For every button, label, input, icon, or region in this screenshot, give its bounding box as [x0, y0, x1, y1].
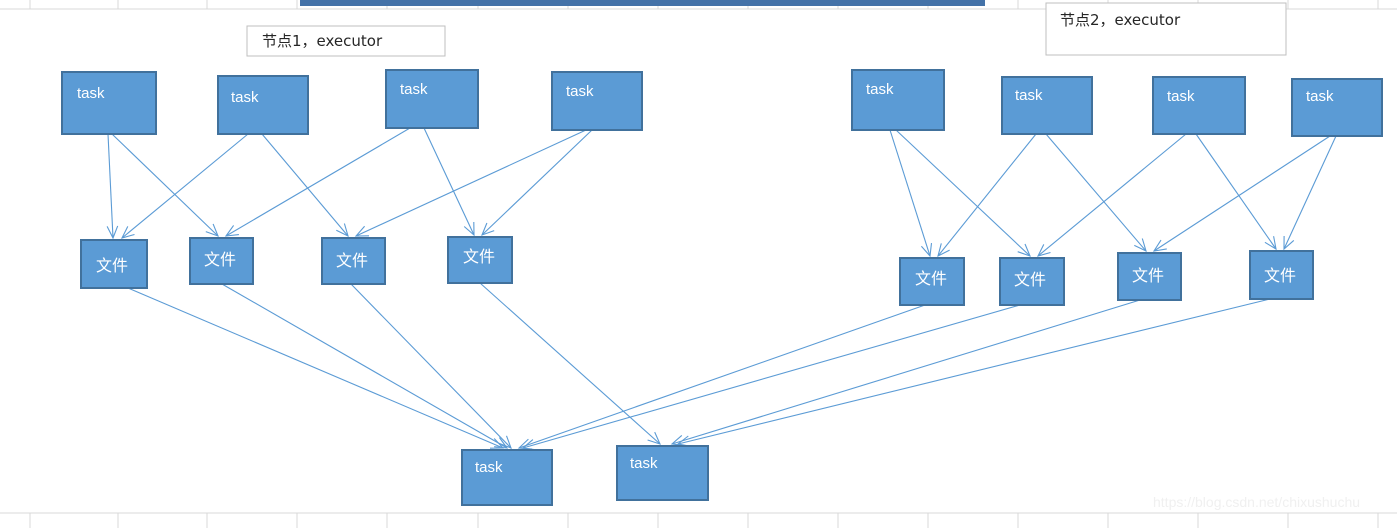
- edge-file-r3-to-task-b2: [671, 299, 1141, 445]
- callout-layer: 节点1，executor 节点2，executor: [246, 2, 1287, 57]
- node-box-file-r2[interactable]: [999, 257, 1065, 306]
- arrow-head-icon: [920, 243, 933, 258]
- node-box-file-l2[interactable]: [189, 237, 254, 285]
- edge-task-l4-to-file-l4: [481, 129, 593, 236]
- node-label-task-l4: task: [566, 83, 594, 100]
- node-box-file-r1[interactable]: [899, 257, 965, 306]
- node-label-task-r2: task: [1015, 87, 1043, 104]
- arrow-head-icon: [1017, 243, 1031, 257]
- arrow-head-icon: [498, 435, 512, 449]
- arrow-head-icon: [1283, 235, 1295, 251]
- node-box-file-r3[interactable]: [1117, 252, 1182, 301]
- node-label-file-l3: 文件: [336, 251, 368, 270]
- edge-file-l4-to-task-b2: [479, 282, 661, 445]
- arrow-head-icon: [336, 223, 349, 238]
- node-label-file-r2: 文件: [1014, 270, 1046, 289]
- callout-label-callout-node2: 节点2，executor: [1060, 11, 1181, 29]
- node-label-file-r4: 文件: [1264, 266, 1296, 285]
- node-box-file-r4[interactable]: [1249, 250, 1314, 300]
- arrow-head-icon: [1036, 244, 1051, 257]
- node-label-task-r4: task: [1306, 88, 1334, 105]
- arrow-head-icon: [937, 243, 950, 258]
- callout-box-callout-node2[interactable]: [1045, 2, 1287, 56]
- node-box-file-l3[interactable]: [321, 237, 386, 285]
- edge-task-r2-to-file-r3: [1045, 133, 1147, 252]
- arrow-head-icon: [1134, 238, 1147, 253]
- arrow-head-icon: [224, 225, 239, 237]
- watermark-text: https://blog.csdn.net/chixushuchu: [1153, 494, 1360, 510]
- arrow-head-icon: [106, 225, 119, 240]
- node-box-task-l2[interactable]: [217, 75, 309, 135]
- edge-task-r4-to-file-r4: [1283, 135, 1337, 250]
- node-box-task-b1[interactable]: [461, 449, 553, 506]
- callout-label-callout-node1: 节点1，executor: [262, 32, 383, 50]
- node-label-file-l4: 文件: [463, 247, 495, 266]
- node-label-task-l2: task: [231, 89, 259, 106]
- node-box-file-l1[interactable]: [80, 239, 148, 289]
- node-box-task-b2[interactable]: [616, 445, 709, 501]
- callout-box-callout-node1[interactable]: [246, 25, 446, 57]
- edge-task-l3-to-file-l4: [423, 127, 475, 236]
- selection-highlight-bar[interactable]: [300, 0, 985, 6]
- spreadsheet-selection-bar[interactable]: [300, 0, 985, 6]
- arrow-head-icon: [1264, 236, 1277, 251]
- arrow-head-icon: [481, 222, 495, 236]
- node-label-task-b2: task: [630, 455, 658, 472]
- edge-task-l3-to-file-l2: [225, 127, 411, 237]
- edge-task-r3-to-file-r2: [1037, 133, 1187, 257]
- edge-task-l4-to-file-l3: [355, 129, 587, 237]
- node-label-task-r1: task: [866, 81, 894, 98]
- arrow-head-icon: [647, 431, 662, 445]
- node-label-task-l3: task: [400, 81, 428, 98]
- node-label-file-r3: 文件: [1132, 266, 1164, 285]
- arrow-head-icon: [494, 437, 509, 449]
- edge-task-l2-to-file-l3: [261, 133, 349, 237]
- edge-task-r2-to-file-r1: [937, 133, 1037, 257]
- node-box-task-r2[interactable]: [1001, 76, 1093, 135]
- arrow-head-icon: [463, 221, 475, 237]
- edge-layer: [106, 127, 1337, 451]
- arrow-head-icon: [354, 225, 370, 237]
- edge-task-l1-to-file-l2: [111, 133, 219, 237]
- edge-task-r4-to-file-r3: [1153, 135, 1331, 252]
- node-box-task-r1[interactable]: [851, 69, 945, 131]
- node-label-file-l1: 文件: [96, 256, 128, 275]
- arrow-head-icon: [205, 223, 219, 237]
- node-label-task-l1: task: [77, 85, 105, 102]
- node-box-task-r3[interactable]: [1152, 76, 1246, 135]
- node-label-file-l2: 文件: [204, 250, 236, 269]
- edge-task-r1-to-file-r2: [895, 129, 1031, 257]
- node-box-task-l4[interactable]: [551, 71, 643, 131]
- edge-task-l1-to-file-l1: [107, 133, 114, 239]
- edge-file-l2-to-task-b1: [221, 283, 508, 449]
- node-label-task-b1: task: [475, 459, 503, 476]
- edge-file-r1-to-task-b1: [518, 304, 926, 449]
- node-box-task-r4[interactable]: [1291, 78, 1383, 137]
- edge-file-r2-to-task-b1: [522, 304, 1021, 449]
- node-box-task-l3[interactable]: [385, 69, 479, 129]
- node-label-task-r3: task: [1167, 88, 1195, 105]
- edge-task-r1-to-file-r1: [889, 129, 931, 257]
- arrow-head-icon: [120, 226, 135, 239]
- edge-file-r4-to-task-b2: [677, 298, 1271, 445]
- edge-file-l1-to-task-b1: [127, 287, 504, 449]
- edge-task-l2-to-file-l1: [121, 133, 249, 239]
- node-box-file-l4[interactable]: [447, 236, 513, 284]
- edge-file-l3-to-task-b1: [350, 283, 512, 449]
- node-box-task-l1[interactable]: [61, 71, 157, 135]
- node-label-file-r1: 文件: [915, 269, 947, 288]
- edge-task-r3-to-file-r4: [1195, 133, 1277, 250]
- arrow-head-icon: [1152, 239, 1167, 252]
